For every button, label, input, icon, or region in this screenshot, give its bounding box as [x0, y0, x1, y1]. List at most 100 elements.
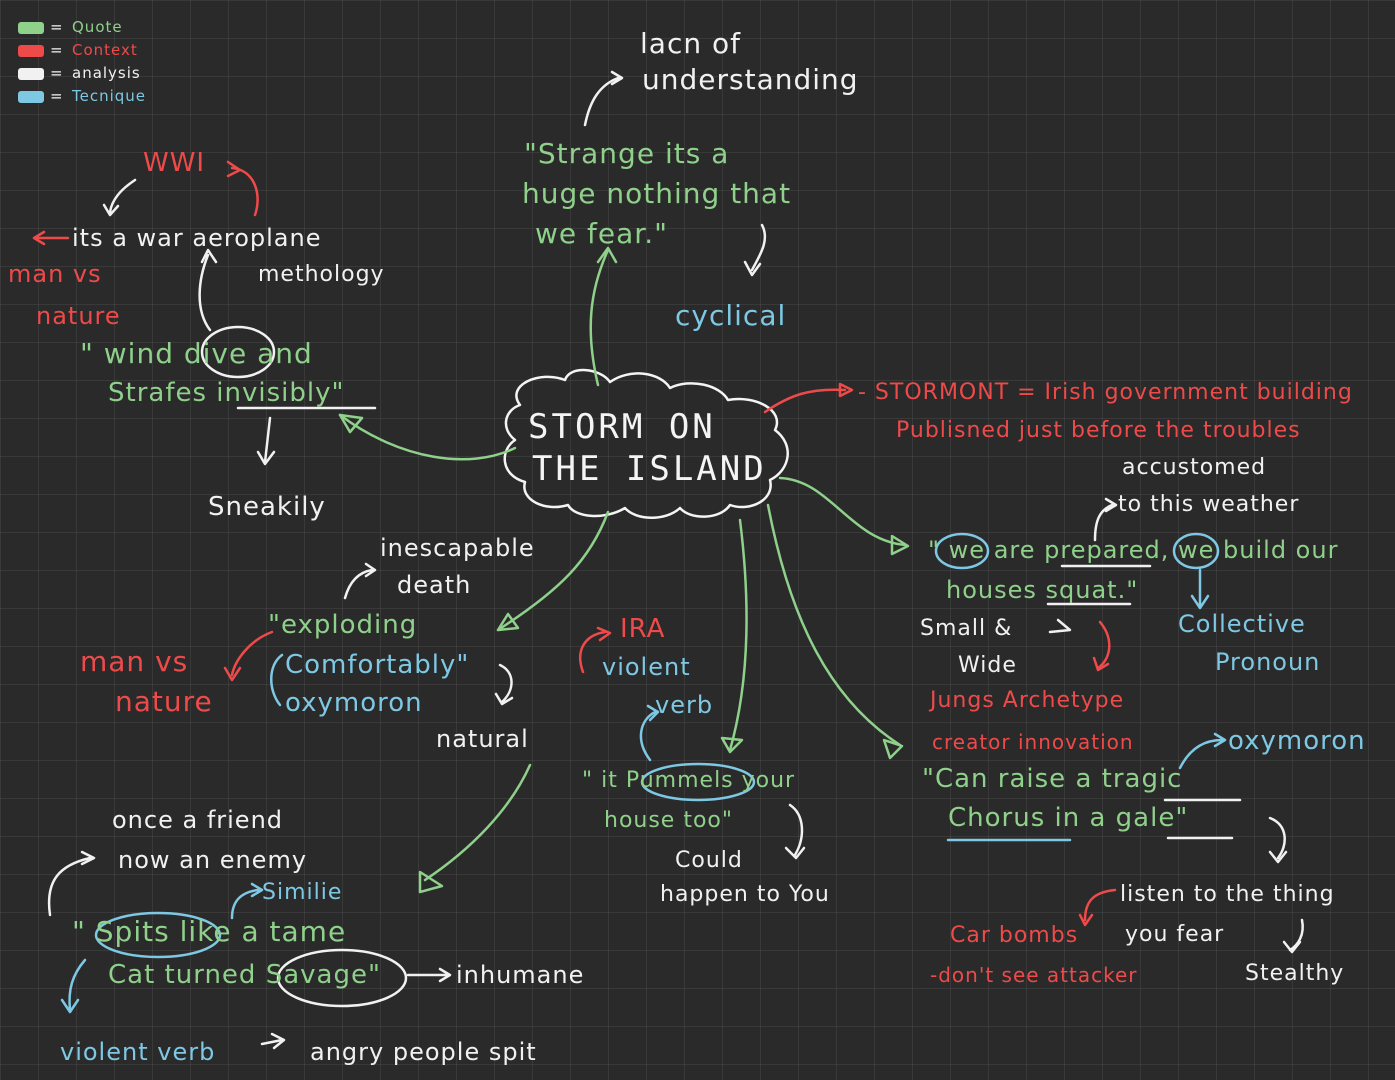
circle-dive — [200, 325, 276, 379]
car-bombs-arrow — [1083, 888, 1117, 922]
ira-arrow — [579, 630, 607, 674]
context-car-bombs: Car bombs — [950, 923, 1079, 948]
branch-to-chorus — [766, 503, 902, 747]
analysis-could: Could — [675, 848, 743, 873]
war-arrow-left — [32, 230, 70, 246]
analysis-once-friend: once a friend — [112, 806, 284, 834]
legend-swatch-technique — [18, 91, 44, 103]
man-vs-nature-arrow — [230, 630, 274, 677]
analysis-inhumane: inhumane — [456, 961, 585, 989]
legend-swatch-quote — [18, 22, 44, 34]
understanding-arrow — [583, 70, 624, 127]
circle-spits — [94, 911, 222, 959]
sneakily-arrow — [256, 416, 276, 466]
accustomed-arrow — [1093, 497, 1118, 542]
quote-exploding: "exploding — [268, 610, 418, 640]
technique-cyclical: cyclical — [675, 299, 787, 332]
legend-swatch-context — [18, 45, 44, 57]
branch-arrowhead — [890, 534, 910, 556]
branch-to-left-quote — [338, 413, 517, 461]
analysis-listen: listen to the thing — [1120, 882, 1335, 907]
technique-verb: verb — [655, 691, 714, 719]
analysis-death: death — [397, 571, 472, 599]
wwi-arrowhead — [226, 160, 242, 178]
quote-prepared-2: houses squat." — [946, 576, 1139, 604]
listen-arrow — [1282, 918, 1304, 954]
context-ira: IRA — [620, 614, 666, 644]
context-creator: creator innovation — [932, 730, 1134, 754]
legend-label-quote: Quote — [72, 18, 123, 36]
center-title-line2: THE ISLAND — [532, 449, 767, 489]
dive-arrow — [198, 248, 218, 332]
circle-savage — [276, 948, 408, 1008]
ira-arrowhead — [596, 626, 612, 642]
quote-strange-2: huge nothing that — [522, 177, 792, 210]
quote-strange-1: "Strange its a — [524, 137, 730, 170]
analysis-understanding: understanding — [642, 63, 859, 96]
analysis-wide: Wide — [958, 653, 1017, 678]
context-stormont: - STORMONT = Irish government building — [858, 380, 1353, 405]
cyclical-arrow — [743, 223, 767, 277]
legend-eq: = — [50, 41, 64, 59]
quote-prepared-1: " we are prepared, we build our — [928, 536, 1339, 564]
circle-we-1 — [934, 532, 990, 570]
branch-to-exploding — [496, 510, 610, 632]
technique-pronoun: Pronoun — [1215, 648, 1321, 676]
branch-arrowhead — [418, 870, 444, 894]
context-man-vs-2: man vs — [80, 645, 189, 678]
pummels-brace — [784, 803, 806, 860]
branch-arrowhead — [596, 246, 618, 264]
squat-arrow — [1048, 618, 1072, 634]
analysis-stealthy: Stealthy — [1245, 961, 1345, 986]
quote-wind-dive: " wind dive and — [80, 337, 313, 370]
analysis-to-this-weather: to this weather — [1118, 492, 1300, 517]
technique-oxymoron-left: oxymoron — [285, 688, 423, 718]
man-vs-nature-arrowhead — [223, 666, 242, 682]
gale-brace — [1268, 816, 1288, 864]
angry-arrow — [260, 1032, 286, 1050]
analysis-you-fear: you fear — [1125, 922, 1225, 947]
quote-pummels-1: " it Pummels your — [582, 768, 796, 793]
branch-arrowhead — [338, 413, 364, 434]
branch-to-pummels — [728, 518, 748, 752]
context-man-vs: man vs — [8, 260, 102, 288]
quote-strafes: Strafes invisibly" — [108, 378, 345, 408]
context-published: Publisned just before the troubles — [896, 418, 1301, 443]
technique-comfortably: Comfortably" — [285, 650, 470, 680]
legend-label-technique: Tecnique — [72, 87, 147, 105]
center-title-line1: STORM ON — [528, 407, 716, 447]
analysis-small: Small & — [920, 616, 1013, 641]
oxymoron-arrow — [1178, 732, 1227, 770]
branch-arrowhead — [496, 612, 520, 632]
analysis-lack-of: lacn of — [640, 27, 741, 60]
car-bombs-arrowhead — [1078, 913, 1094, 927]
comfortably-brace-blue — [270, 653, 284, 707]
legend-eq: = — [50, 87, 64, 105]
analysis-now-enemy: now an enemy — [118, 846, 308, 874]
circle-we-2 — [1172, 532, 1220, 570]
technique-violent: violent — [602, 653, 691, 681]
analysis-methology: methology — [258, 262, 385, 287]
legend-label-context: Context — [72, 41, 138, 59]
inhumane-arrow — [406, 967, 452, 983]
analysis-inescapable: inescapable — [380, 534, 535, 562]
quote-cat-savage: Cat turned Savage" — [108, 960, 381, 990]
legend-eq: = — [50, 64, 64, 82]
wwi-arrow — [230, 166, 259, 217]
circle-pummels — [640, 762, 756, 802]
branch-arrowhead — [720, 736, 744, 754]
technique-violent-verb-bottom: violent verb — [60, 1038, 216, 1066]
collective-arrow — [1190, 568, 1210, 610]
branch-arrowhead — [838, 382, 854, 398]
analysis-natural: natural — [436, 725, 529, 753]
analysis-war-aeroplane: its a war aeroplane — [72, 224, 322, 252]
legend-swatch-analysis — [18, 68, 44, 80]
context-jungs: Jungs Archetype — [930, 688, 1125, 713]
inescapable-arrow — [343, 562, 377, 600]
context-nature: nature — [36, 302, 121, 330]
quote-chorus: Chorus in a gale" — [948, 803, 1189, 833]
once-friend-arrow — [47, 850, 96, 917]
wwi-down-arrow — [102, 178, 137, 217]
center-cloud-outline — [503, 368, 789, 519]
